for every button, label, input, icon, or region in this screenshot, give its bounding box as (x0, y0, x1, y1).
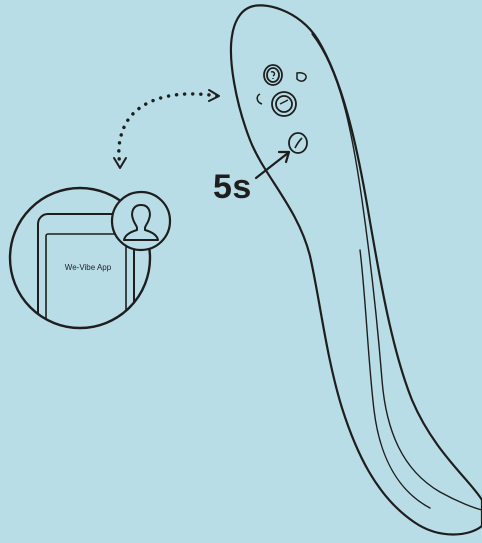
toy-buttons (257, 65, 307, 153)
plus-button-icon (297, 73, 306, 81)
app-name-label: We-Vibe App (52, 263, 124, 272)
user-profile-icon (112, 192, 170, 250)
hold-time-label: 5s (213, 170, 252, 204)
sync-button-icon (289, 133, 307, 153)
toy-inner-contour-2 (360, 250, 430, 508)
toy-inner-contour (312, 34, 482, 510)
press-arrow-icon (256, 152, 289, 178)
dotted-double-arrow-icon (114, 90, 219, 168)
main-button-icon (272, 92, 296, 116)
power-button-icon (264, 65, 282, 85)
minus-button-icon (257, 94, 262, 104)
